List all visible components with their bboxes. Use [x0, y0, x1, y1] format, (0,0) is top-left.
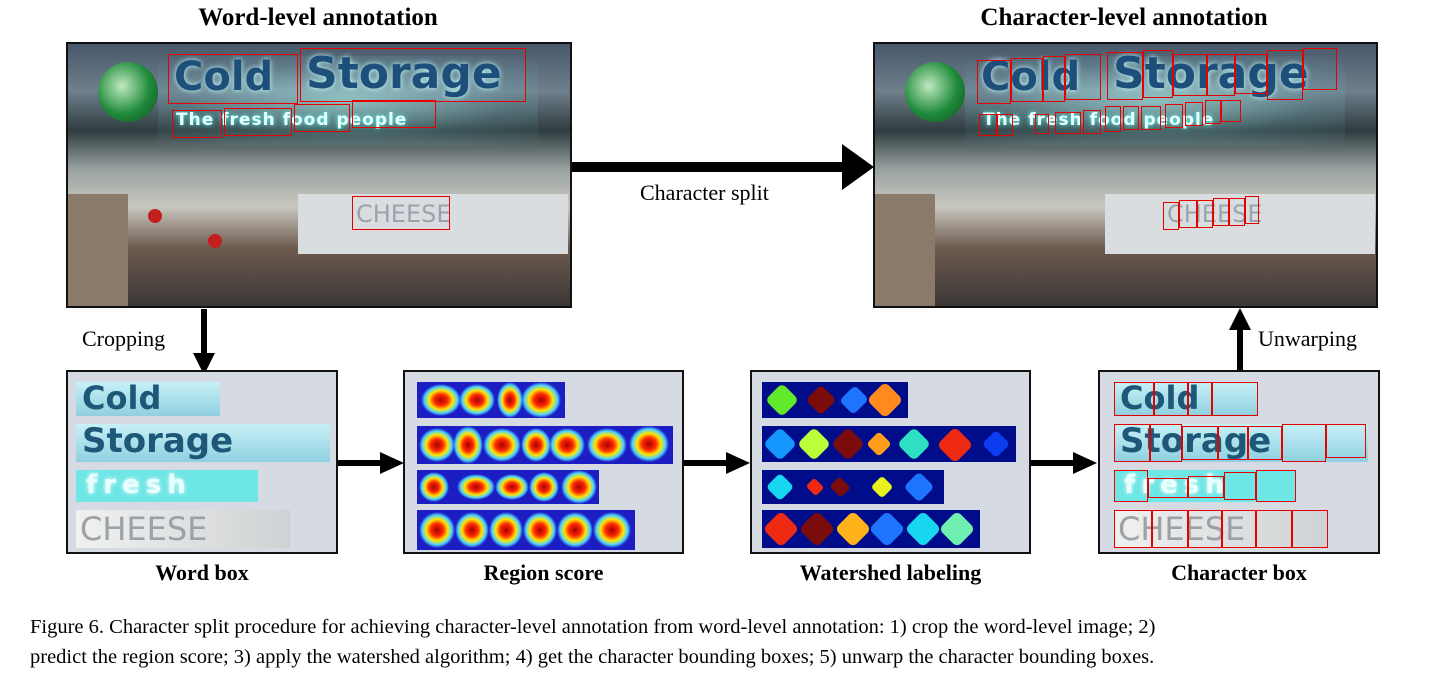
arrow-region-to-watershed: [684, 452, 750, 474]
word-box-food: [294, 104, 350, 132]
char-box: [1107, 52, 1143, 100]
char-box: [1221, 100, 1241, 122]
crop-cold: Cold: [76, 379, 220, 417]
char-box: [1173, 54, 1207, 96]
apple-logo: [98, 62, 158, 122]
char-box: [979, 114, 997, 136]
char-box: [1055, 112, 1081, 134]
char-box: [1065, 54, 1101, 100]
heatmap-cold: [417, 382, 565, 418]
unwarping-arrow: [1229, 308, 1251, 374]
char-box: [1043, 56, 1065, 102]
label-word-box: Word box: [155, 560, 249, 585]
heatmap-cheese: [417, 510, 635, 550]
word-box-storage: [300, 48, 526, 102]
char-box: [1165, 104, 1183, 128]
crop-fresh: fresh: [76, 470, 258, 502]
label-character-box: Character box: [1171, 560, 1307, 585]
unwarping-label: Unwarping: [1258, 326, 1357, 351]
char-box: [1197, 200, 1213, 228]
char-box: [1235, 54, 1267, 94]
char-box: [1143, 50, 1173, 98]
char-box: [1163, 202, 1179, 230]
word-box-panel: Cold Storage fresh CHEESE: [66, 370, 338, 554]
word-box-cold: [168, 54, 298, 104]
arrow-wordbox-to-region: [338, 452, 404, 474]
sign-word-storage: Storage: [1113, 48, 1309, 99]
word-level-image: Cold Storage The fresh food people CHEES…: [66, 42, 572, 308]
char-crop-storage: Storage: [1114, 421, 1368, 462]
sign-word-cold: Cold: [174, 54, 274, 100]
title-word-level: Word-level annotation: [198, 4, 438, 31]
word-box-cheese: [352, 196, 450, 230]
watershed-fresh: [762, 470, 944, 504]
char-box: [1083, 110, 1101, 134]
caption-line-1: Figure 6. Character split procedure for …: [30, 616, 1156, 638]
char-box: [1229, 198, 1245, 226]
label-region-score: Region score: [483, 560, 604, 585]
sign-cheese: CHEESE: [356, 200, 452, 228]
watershed-cold: [762, 381, 908, 419]
figure-caption: Figure 6. Character split procedure for …: [30, 612, 1430, 672]
char-box: [1245, 196, 1259, 224]
char-box: [1035, 114, 1049, 134]
region-score-panel: [403, 370, 684, 554]
char-box: [1011, 58, 1043, 102]
caption-line-2: predict the region score; 3) apply the w…: [30, 646, 1155, 668]
sign-word-cold: Cold: [981, 54, 1081, 100]
char-box: [1207, 54, 1235, 96]
char-box: [1141, 106, 1161, 130]
watershed-cheese: [762, 510, 980, 548]
heatmap-fresh: [417, 470, 599, 504]
crop-storage: Storage: [76, 421, 330, 462]
cropping-arrow: [193, 309, 215, 375]
char-box: [1205, 100, 1221, 124]
char-box: [1267, 50, 1303, 100]
char-box: [977, 60, 1011, 104]
arrow-watershed-to-charbox: [1031, 452, 1097, 474]
character-split-arrow: [572, 144, 874, 190]
char-box: [1213, 198, 1229, 226]
char-box: [1303, 48, 1337, 90]
char-box: [1185, 102, 1203, 126]
word-box-the: [172, 110, 222, 138]
character-level-image: Cold Storage The fresh food people CHEES…: [873, 42, 1378, 308]
watershed-storage: [762, 426, 1016, 464]
watershed-panel: [750, 370, 1031, 554]
title-character-level: Character-level annotation: [980, 4, 1268, 31]
char-box: [997, 114, 1013, 136]
sign-tagline: The fresh food people: [983, 110, 1215, 130]
heatmap-storage: [417, 426, 673, 464]
cropping-label: Cropping: [82, 326, 166, 351]
character-box-panel: Cold Storage fresh CHEESE: [1098, 370, 1380, 554]
word-box-people: [352, 100, 436, 128]
char-crop-cheese: CHEESE: [1114, 510, 1328, 548]
char-box: [1123, 106, 1139, 130]
label-watershed-labeling: Watershed labeling: [799, 560, 982, 585]
char-box: [1179, 200, 1197, 228]
character-split-label: Character split: [640, 180, 769, 205]
apple-logo: [905, 62, 965, 122]
char-crop-cold: Cold: [1114, 379, 1258, 417]
word-box-fresh: [224, 108, 292, 136]
char-box: [1105, 106, 1121, 132]
char-crop-fresh: fresh: [1114, 470, 1296, 502]
crop-cheese: CHEESE: [76, 510, 290, 548]
sign-word-storage: Storage: [306, 48, 502, 99]
